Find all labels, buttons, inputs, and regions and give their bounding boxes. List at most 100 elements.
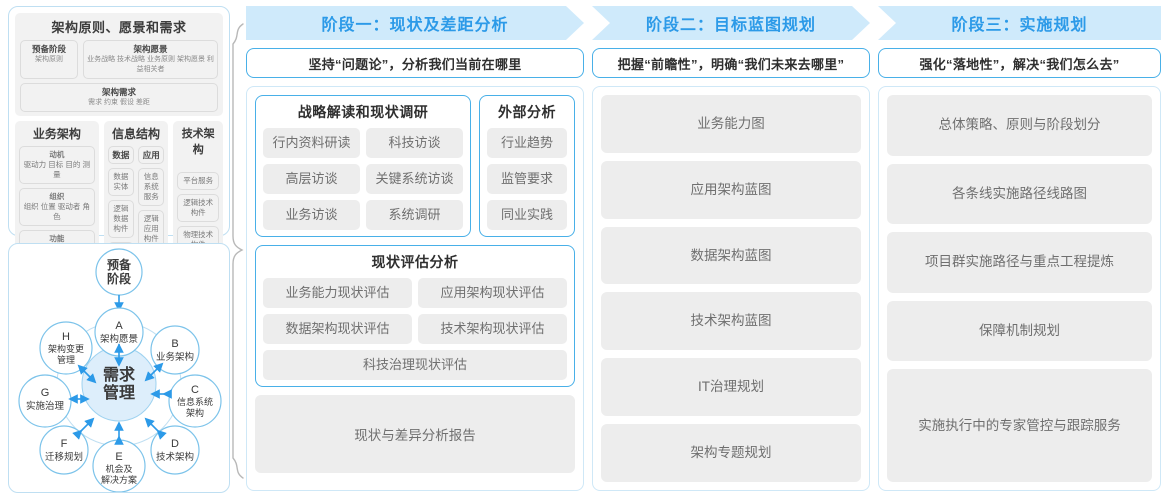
- framework-prelim-cell: 预备阶段 架构原则: [20, 40, 78, 79]
- adm-prelim-line2: 阶段: [107, 271, 132, 286]
- adm-phase-e-label-2: 解决方案: [101, 474, 137, 485]
- adm-center-line2: 管理: [103, 383, 135, 402]
- phase-3-subtitle: 强化“落地性”，解决“我们怎么去”: [878, 48, 1161, 78]
- phase-3-banner-label: 阶段三：实施规划: [951, 17, 1088, 34]
- adm-phase-d-label: 技术架构: [156, 451, 194, 463]
- phase-2-item-3[interactable]: 技术架构蓝图: [601, 292, 861, 351]
- phase-3-item-2[interactable]: 项目群实施路径与重点工程提炼: [887, 232, 1152, 293]
- adm-phase-c-letter: C: [191, 384, 199, 396]
- phase-1-group-strategy: 战略解读和现状调研 行内资料研读 科技访谈 高层访谈 关键系统访谈 业务访谈 系…: [255, 95, 471, 237]
- adm-phase-c-label-2: 架构: [186, 407, 204, 418]
- phase-1-assess-chip-2[interactable]: 数据架构现状评估: [263, 314, 412, 344]
- framework-requirements-cell: 架构需求 需求 约束 假设 差距: [20, 83, 218, 112]
- framework-cell-motivation: 动机 驱动力 目标 目的 测量: [19, 146, 95, 184]
- togaf-content-framework-card: 架构原则、愿景和需求 预备阶段 架构原则 架构愿景 业务战略 技术战略 业务原则…: [8, 6, 230, 347]
- phase-1-assess-chip-full[interactable]: 科技治理现状评估: [263, 350, 567, 380]
- phase-2-item-1[interactable]: 应用架构蓝图: [601, 160, 861, 219]
- phase-2-body: 业务能力图 应用架构蓝图 数据架构蓝图 技术架构蓝图 IT治理规划 架构专题规划: [592, 86, 870, 491]
- phase-1-assess-chip-0[interactable]: 业务能力现状评估: [263, 278, 412, 308]
- phase-1-group-strategy-title: 战略解读和现状调研: [297, 104, 429, 120]
- phase-3-item-4[interactable]: 实施执行中的专家管控与跟踪服务: [887, 369, 1152, 482]
- framework-title: 架构原则、愿景和需求: [51, 20, 187, 35]
- adm-phase-h-label-2: 管理: [57, 354, 75, 365]
- phase-1-group-assessment-chips: 业务能力现状评估 应用架构现状评估 数据架构现状评估 技术架构现状评估: [263, 278, 567, 344]
- phase-1-chip-4[interactable]: 业务访谈: [263, 200, 360, 230]
- phase-1-chip-0[interactable]: 行内资料研读: [263, 128, 360, 158]
- phase-1-group-assessment-title: 现状评估分析: [371, 254, 459, 270]
- phase-2-column: 阶段二：目标蓝图规划 把握“前瞻性”，明确“我们未来去哪里” 业务能力图 应用架…: [592, 6, 870, 491]
- framework-subcolumn-application-item-1: 逻辑应用构件: [138, 210, 165, 248]
- framework-cell-motivation-title: 动机: [49, 150, 65, 159]
- phase-3-column: 阶段三：实施规划 强化“落地性”，解决“我们怎么去” 总体策略、原则与阶段划分 …: [878, 6, 1161, 491]
- phase-2-item-5[interactable]: 架构专题规划: [601, 424, 861, 482]
- framework-vision-cell: 架构愿景 业务战略 技术战略 业务原则 架构愿景 利益相关者: [83, 40, 218, 79]
- adm-phase-a-letter: A: [115, 320, 123, 332]
- framework-subcolumn-data-item-0: 数据实体: [107, 168, 135, 196]
- togaf-adm-cycle-card: 需求 管理 预备 阶段 A 架构愿景 B 业务架构: [8, 243, 230, 493]
- framework-column-business-title: 业务架构: [32, 127, 81, 141]
- framework-cell-motivation-sub: 驱动力 目标 目的 测量: [23, 160, 90, 179]
- phase-3-item-3[interactable]: 保障机制规划: [887, 300, 1152, 361]
- phase-1-assess-chip-1[interactable]: 应用架构现状评估: [418, 278, 567, 308]
- framework-prelim-title: 预备阶段: [31, 44, 66, 54]
- phase-2-banner: 阶段二：目标蓝图规划: [592, 6, 870, 40]
- phase-2-item-4[interactable]: IT治理规划: [601, 358, 861, 417]
- framework-requirements-title: 架构需求: [101, 87, 136, 97]
- adm-cycle-svg: 需求 管理 预备 阶段 A 架构愿景 B 业务架构: [18, 248, 222, 493]
- framework-cell-organization-sub: 组织 位置 驱动者 角色: [23, 202, 90, 221]
- phase-1-banner: 阶段一：现状及差距分析: [246, 6, 584, 40]
- phase-1-group-assessment: 现状评估分析 业务能力现状评估 应用架构现状评估 数据架构现状评估 技术架构现状…: [255, 245, 575, 387]
- phase-2-banner-label: 阶段二：目标蓝图规划: [645, 17, 816, 34]
- adm-center-line1: 需求: [103, 365, 136, 384]
- adm-prelim-line1: 预备: [107, 257, 132, 272]
- adm-phase-c-label-1: 信息系统: [177, 396, 213, 407]
- framework-cell-function-title: 功能: [49, 234, 65, 243]
- adm-phase-g-letter: G: [41, 387, 50, 399]
- left-reference-panel: 架构原则、愿景和需求 预备阶段 架构原则 架构愿景 业务战略 技术战略 业务原则…: [8, 6, 230, 493]
- phase-1-ext-chip-1[interactable]: 监管要求: [487, 164, 567, 194]
- phase-1-ext-chip-2[interactable]: 同业实践: [487, 200, 567, 230]
- framework-vision-sub: 业务战略 技术战略 业务原则 架构愿景 利益相关者: [87, 56, 214, 73]
- adm-phase-g-label: 实施治理: [26, 400, 65, 412]
- phase-1-assess-chip-3[interactable]: 技术架构现状评估: [418, 314, 567, 344]
- phase-3-item-0[interactable]: 总体策略、原则与阶段划分: [887, 95, 1152, 156]
- phase-1-column: 阶段一：现状及差距分析 坚持“问题论”，分析我们当前在哪里 战略解读和现状调研 …: [246, 6, 584, 491]
- framework-column-information-title: 信息结构: [112, 127, 161, 141]
- adm-phase-e-label-1: 机会及: [105, 463, 132, 474]
- phase-1-top-row: 战略解读和现状调研 行内资料研读 科技访谈 高层访谈 关键系统访谈 业务访谈 系…: [255, 95, 575, 237]
- phase-1-group-external: 外部分析 行业趋势 监管要求 同业实践: [479, 95, 575, 237]
- phase-3-item-1[interactable]: 各条线实施路径线路图: [887, 163, 1152, 224]
- framework-subcolumn-application-header: 应用: [138, 146, 165, 164]
- phase-3-body: 总体策略、原则与阶段划分 各条线实施路径线路图 项目群实施路径与重点工程提炼 保…: [878, 86, 1161, 491]
- phase-1-body: 战略解读和现状调研 行内资料研读 科技访谈 高层访谈 关键系统访谈 业务访谈 系…: [246, 86, 584, 491]
- brace-connector: [230, 22, 250, 480]
- phase-2-subtitle: 把握“前瞻性”，明确“我们未来去哪里”: [592, 48, 870, 78]
- framework-subcolumn-data-header: 数据: [107, 146, 135, 164]
- adm-phase-f-label: 迁移规划: [45, 451, 83, 463]
- adm-phase-f-letter: F: [61, 438, 68, 450]
- phase-1-report-chip[interactable]: 现状与差异分析报告: [255, 395, 575, 473]
- adm-phase-b-letter: B: [171, 338, 178, 350]
- framework-subcolumn-data-item-1: 逻辑数据构件: [107, 200, 135, 238]
- framework-cell-organization: 组织 组织 位置 驱动者 角色: [19, 188, 95, 226]
- phase-1-assessment-full-row: 科技治理现状评估: [263, 350, 567, 380]
- phase-1-chip-1[interactable]: 科技访谈: [366, 128, 463, 158]
- phase-2-item-2[interactable]: 数据架构蓝图: [601, 226, 861, 285]
- framework-requirements-sub: 需求 约束 假设 差距: [88, 99, 150, 106]
- framework-top-group: 架构原则、愿景和需求 预备阶段 架构原则 架构愿景 业务战略 技术战略 业务原则…: [15, 13, 223, 116]
- phase-1-chip-3[interactable]: 关键系统访谈: [366, 164, 463, 194]
- phase-1-chip-2[interactable]: 高层访谈: [263, 164, 360, 194]
- framework-prelim-sub: 架构原则: [35, 56, 63, 63]
- adm-phase-h-letter: H: [62, 331, 70, 343]
- phase-3-banner: 阶段三：实施规划: [878, 6, 1161, 40]
- adm-phase-b-label: 业务架构: [156, 351, 194, 363]
- phase-1-chip-5[interactable]: 系统调研: [366, 200, 463, 230]
- phase-2-item-0[interactable]: 业务能力图: [601, 95, 861, 153]
- framework-tech-item-0: 平台服务: [177, 172, 219, 190]
- adm-phase-h-label-1: 架构变更: [48, 343, 84, 354]
- framework-subcolumn-application-item-0: 信息系统服务: [138, 168, 165, 206]
- phase-1-group-external-title: 外部分析: [498, 104, 556, 120]
- phase-1-group-strategy-chips: 行内资料研读 科技访谈 高层访谈 关键系统访谈 业务访谈 系统调研: [263, 128, 463, 230]
- adm-phase-a-label: 架构愿景: [100, 333, 138, 345]
- phase-1-ext-chip-0[interactable]: 行业趋势: [487, 128, 567, 158]
